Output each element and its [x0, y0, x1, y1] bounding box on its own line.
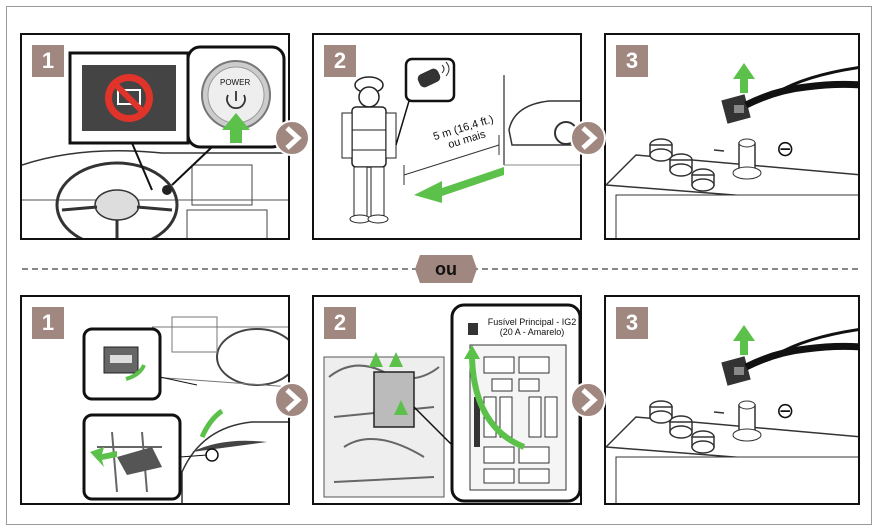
step-panel-bottom-3: 3 ⊖ — [604, 295, 860, 505]
step-panel-bottom-2: 2 Fusível Principal - IG2 (20 A - Amarel… — [312, 295, 582, 505]
fuse-label: Fusível Principal - IG2 (20 A - Amarelo) — [482, 317, 582, 337]
step-number-badge: 2 — [324, 45, 356, 77]
negative-terminal-symbol: ⊖ — [776, 138, 794, 160]
next-step-arrow — [570, 120, 606, 156]
step-number-badge: 3 — [616, 307, 648, 339]
step-number-badge: 1 — [32, 307, 64, 339]
step-number-badge: 3 — [616, 45, 648, 77]
next-step-arrow — [274, 382, 310, 418]
step-panel-top-2: 2 5 m (16,4 ft.) ou mais — [312, 33, 582, 240]
step-panel-top-1: 1 POWER — [20, 33, 290, 240]
fuse-label-line1: Fusível Principal - IG2 — [482, 317, 582, 327]
step-panel-top-3: 3 ⊖ — [604, 33, 860, 240]
step-number-badge: 2 — [324, 307, 356, 339]
step-number-badge: 1 — [32, 45, 64, 77]
separator-ou-label: ou — [415, 255, 477, 283]
next-step-arrow — [274, 120, 310, 156]
step-panel-bottom-1: 1 — [20, 295, 290, 505]
next-step-arrow — [570, 382, 606, 418]
fuse-label-line2: (20 A - Amarelo) — [482, 327, 582, 337]
power-button-label: POWER — [220, 77, 250, 89]
negative-terminal-symbol: ⊖ — [776, 400, 794, 422]
